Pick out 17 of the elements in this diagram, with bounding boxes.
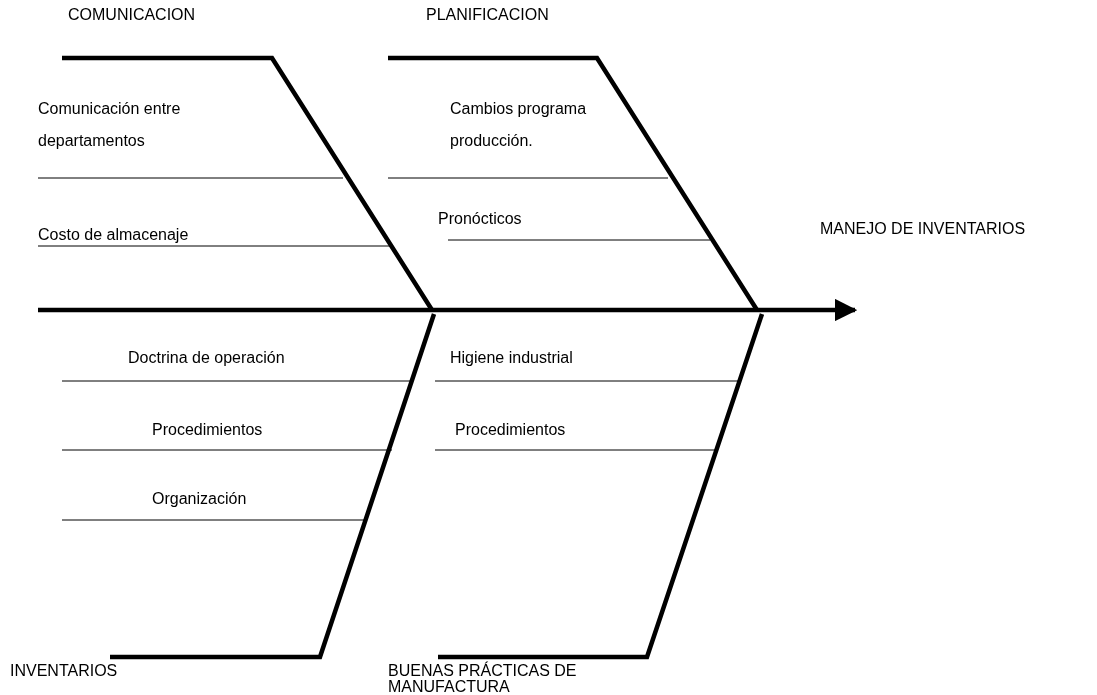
- cause-label: Procedimientos: [152, 420, 263, 440]
- bone-line: [110, 313, 437, 660]
- category-label: INVENTARIOS: [10, 663, 118, 679]
- cause-label: Pronócticos: [438, 209, 522, 229]
- category-label: PLANIFICACION: [426, 5, 549, 25]
- category-label: COMUNICACION: [68, 5, 196, 25]
- cause-label: Comunicación entre departamentos: [38, 99, 182, 151]
- effect-label: MANEJO DE INVENTARIOS: [820, 219, 1026, 239]
- cause-label: Cambios programa producción.: [450, 99, 588, 151]
- cause-label: Costo de almacenaje: [38, 225, 189, 245]
- cause-label: Higiene industrial: [450, 348, 573, 368]
- spine-arrow: [38, 298, 858, 322]
- cause-label: Procedimientos: [455, 420, 566, 440]
- cause-label: Organización: [152, 489, 247, 509]
- bone-line: [438, 313, 765, 660]
- cause-label: Doctrina de operación: [128, 348, 285, 368]
- category-label: BUENAS PRÁCTICAS DE MANUFACTURA: [388, 663, 648, 695]
